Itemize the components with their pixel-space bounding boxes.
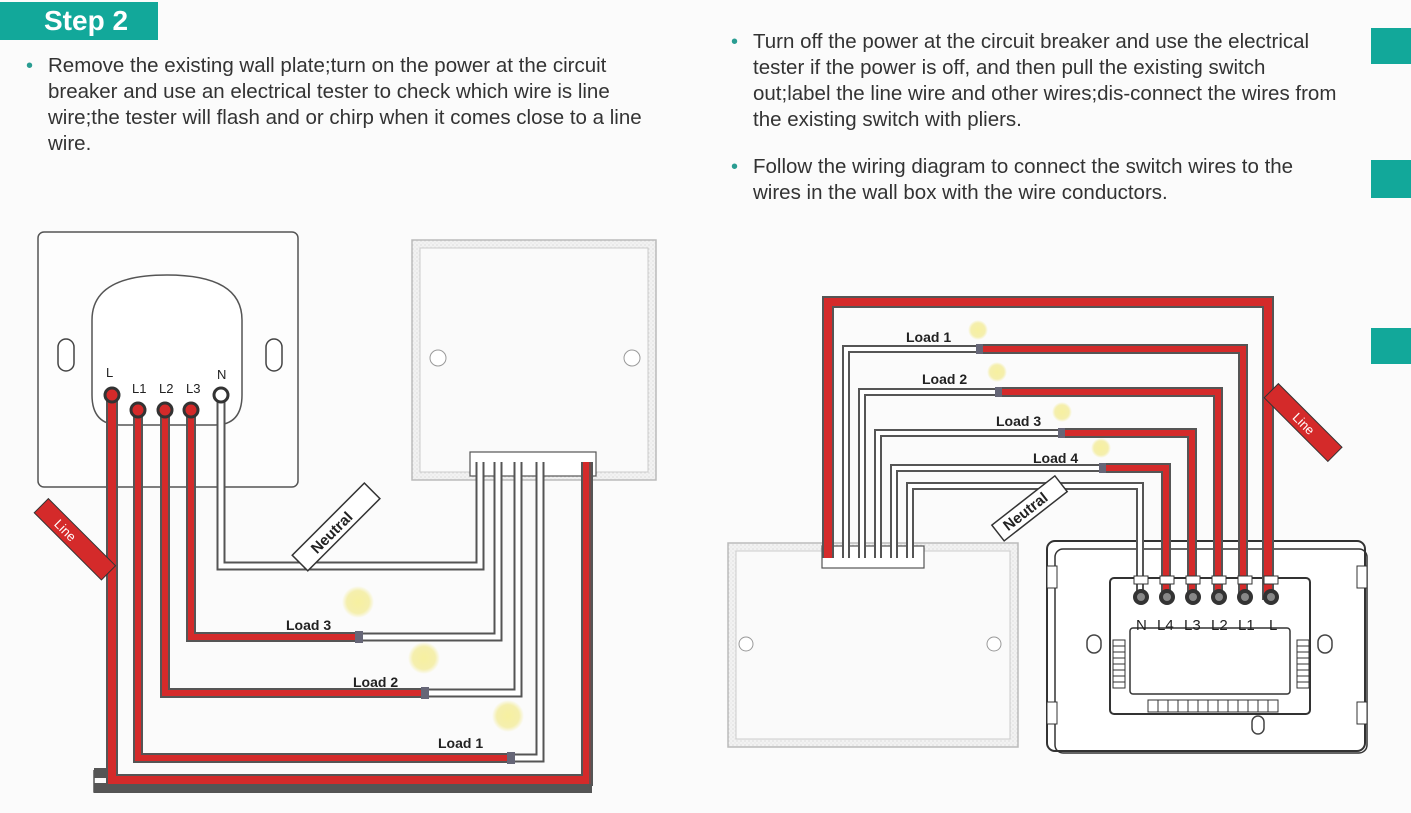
instruction-right-1: • Turn off the power at the circuit brea… — [731, 29, 1338, 133]
load-label: Load 3 — [286, 617, 331, 633]
accent-tab — [1371, 28, 1411, 64]
box-hole-icon — [738, 636, 754, 652]
box-hole-icon — [986, 636, 1002, 652]
load-label: Load 1 — [438, 735, 483, 751]
line-wire — [822, 296, 1274, 600]
bulb-icon — [408, 642, 440, 674]
bulb-icon — [1052, 402, 1072, 422]
wire-nut-icon — [1099, 463, 1106, 473]
step-title: Step 2 — [28, 2, 158, 40]
terminal-screws — [103, 386, 230, 419]
accent-tab — [1371, 328, 1411, 364]
wire-nut-icon — [1058, 428, 1065, 438]
clip — [1046, 701, 1058, 725]
terminal-label: L1 — [132, 381, 146, 396]
left-diagram: L L1 L2 L3 N — [33, 231, 657, 793]
screw-slot-icon — [265, 338, 283, 372]
terminal-label: N — [1136, 617, 1147, 634]
wall-box-inner — [735, 550, 1011, 740]
bulb-icon — [968, 320, 988, 340]
wire-nut-icon — [355, 631, 363, 643]
terminal-label: L — [106, 365, 113, 380]
box-hole-icon — [623, 349, 641, 367]
wire-connector-block — [469, 451, 597, 477]
terminal-label: N — [217, 367, 226, 382]
terminal-label: L — [1269, 617, 1277, 634]
bullet-dot-icon: • — [731, 156, 739, 178]
instruction-text: Follow the wiring diagram to connect the… — [753, 155, 1294, 204]
step-badge-bar — [0, 2, 30, 40]
clip — [1356, 565, 1368, 589]
load-label: Load 1 — [906, 329, 951, 345]
bulb-icon — [1091, 438, 1111, 458]
instruction-text: Remove the existing wall plate;turn on t… — [48, 54, 642, 155]
terminal-label: L2 — [1211, 617, 1228, 634]
load-wires — [842, 344, 1248, 600]
wire-nut-icon — [976, 344, 983, 354]
terminal-label: L3 — [186, 381, 200, 396]
clip — [1356, 701, 1368, 725]
load-label: Load 4 — [1033, 450, 1078, 466]
right-diagram: N L4 L3 L2 L1 L Load 1 Load 2 Load 3 Loa… — [727, 296, 1368, 754]
load-label: Load 3 — [996, 413, 1041, 429]
wire-nut-icon — [995, 387, 1002, 397]
instruction-right-2: • Follow the wiring diagram to connect t… — [731, 154, 1338, 206]
line-tag: Line — [33, 497, 117, 581]
terminal-label: L2 — [159, 381, 173, 396]
instruction-left: • Remove the existing wall plate;turn on… — [26, 53, 663, 157]
instruction-text: Turn off the power at the circuit breake… — [753, 30, 1337, 131]
neutral-tag: Neutral — [291, 482, 381, 572]
screw-slot-icon — [1317, 634, 1333, 654]
terminal-label: L3 — [1184, 617, 1201, 634]
wall-box-inner — [419, 247, 649, 473]
accent-tab — [1371, 160, 1411, 198]
wire-nut-icon — [507, 752, 515, 764]
bullet-dot-icon: • — [26, 55, 34, 77]
line-tag: Line — [1263, 382, 1343, 463]
clip — [1046, 565, 1058, 589]
screw-slot-icon — [1251, 715, 1265, 735]
bulb-icon — [987, 362, 1007, 382]
terminal-blocks — [1133, 575, 1279, 605]
terminal-label: L1 — [1238, 617, 1255, 634]
bulb-icon — [492, 700, 524, 732]
wire-nut-icon — [421, 687, 429, 699]
terminal-label: L4 — [1157, 617, 1174, 634]
vent-slots — [1112, 639, 1310, 713]
screw-slot-icon — [1086, 634, 1102, 654]
load-label: Load 2 — [922, 371, 967, 387]
bullet-dot-icon: • — [731, 31, 739, 53]
box-hole-icon — [429, 349, 447, 367]
load-wires — [133, 395, 545, 763]
screw-slot-icon — [57, 338, 75, 372]
line-wire — [93, 395, 593, 793]
bulb-icon — [342, 586, 374, 618]
load-label: Load 2 — [353, 674, 398, 690]
